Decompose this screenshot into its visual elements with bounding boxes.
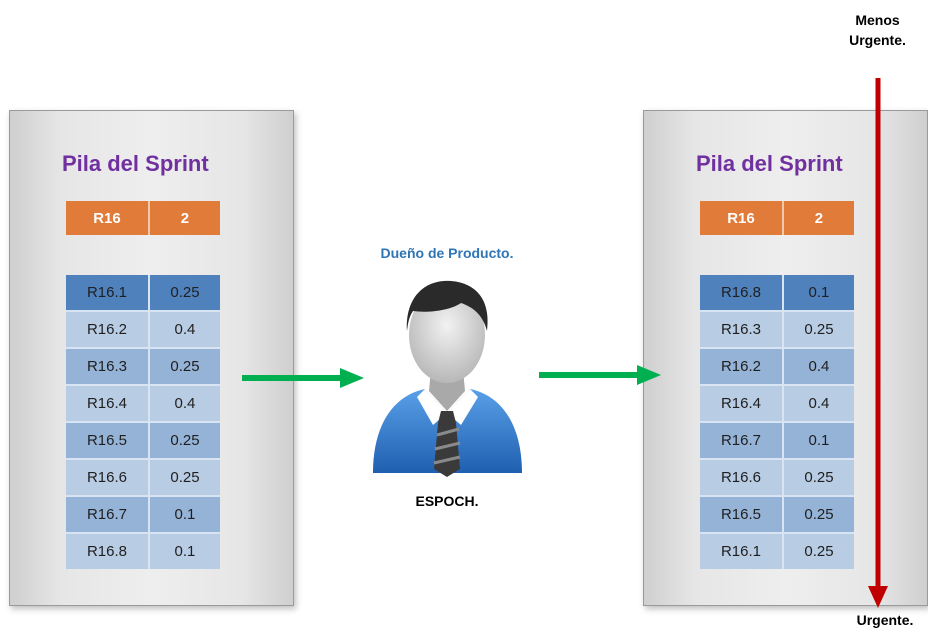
story-id: R16 <box>66 201 150 235</box>
table-row: R16.3 0.25 <box>66 349 220 386</box>
story-header-row: R16 2 <box>700 201 854 235</box>
task-id: R16.6 <box>700 460 784 495</box>
task-value: 0.25 <box>783 534 854 569</box>
flow-arrow-right-icon <box>539 365 661 385</box>
task-id: R16.5 <box>700 497 784 532</box>
task-id: R16.7 <box>700 423 784 458</box>
less-urgent-label: Menos Urgente. <box>849 12 906 48</box>
task-value: 0.1 <box>149 497 220 532</box>
table-row: R16.7 0.1 <box>700 423 854 460</box>
organization-label: ESPOCH. <box>415 493 479 509</box>
task-value: 0.25 <box>149 349 220 384</box>
task-id: R16.1 <box>700 534 784 569</box>
table-row: R16.1 0.25 <box>700 534 854 569</box>
table-row: R16.8 0.1 <box>66 534 220 569</box>
task-value: 0.1 <box>149 534 220 569</box>
task-id: R16.7 <box>66 497 150 532</box>
task-value: 0.1 <box>783 423 854 458</box>
task-id: R16.4 <box>700 386 784 421</box>
flow-arrow-left-icon <box>242 368 364 388</box>
table-row: R16.7 0.1 <box>66 497 220 534</box>
panel-title: Pila del Sprint <box>696 151 843 176</box>
task-value: 0.25 <box>783 497 854 532</box>
story-id: R16 <box>700 201 784 235</box>
task-id: R16.4 <box>66 386 150 421</box>
task-id: R16.3 <box>700 312 784 347</box>
task-id: R16.2 <box>700 349 784 384</box>
table-row: R16.5 0.25 <box>700 497 854 534</box>
story-points: 2 <box>783 201 854 235</box>
task-id: R16.3 <box>66 349 150 384</box>
story-points: 2 <box>149 201 220 235</box>
table-row: R16.6 0.25 <box>700 460 854 497</box>
businessman-icon <box>373 280 522 477</box>
task-value: 0.25 <box>783 312 854 347</box>
task-id: R16.6 <box>66 460 150 495</box>
sprint-backlog-left-panel: Pila del Sprint R16 2 R16.1 0.25 R16.2 0… <box>9 110 294 606</box>
task-value: 0.4 <box>149 386 220 421</box>
task-id: R16.2 <box>66 312 150 347</box>
task-value: 0.4 <box>149 312 220 347</box>
urgency-arrow-icon <box>868 78 888 608</box>
task-value: 0.1 <box>783 275 854 310</box>
table-row: R16.3 0.25 <box>700 312 854 349</box>
task-table: R16.8 0.1 R16.3 0.25 R16.2 0.4 R16.4 0.4… <box>700 275 854 569</box>
task-value: 0.25 <box>783 460 854 495</box>
table-row: R16.6 0.25 <box>66 460 220 497</box>
table-row: R16.4 0.4 <box>700 386 854 423</box>
task-id: R16.5 <box>66 423 150 458</box>
table-row: R16.2 0.4 <box>66 312 220 349</box>
task-value: 0.25 <box>149 460 220 495</box>
task-id: R16.8 <box>66 534 150 569</box>
task-value: 0.25 <box>149 423 220 458</box>
table-row: R16.1 0.25 <box>66 275 220 312</box>
story-header-row: R16 2 <box>66 201 220 235</box>
task-value: 0.4 <box>783 386 854 421</box>
table-row: R16.5 0.25 <box>66 423 220 460</box>
task-id: R16.8 <box>700 275 784 310</box>
task-table: R16.1 0.25 R16.2 0.4 R16.3 0.25 R16.4 0.… <box>66 275 220 569</box>
urgent-label: Urgente. <box>856 612 914 628</box>
panel-title: Pila del Sprint <box>62 151 209 176</box>
table-row: R16.8 0.1 <box>700 275 854 312</box>
product-owner-label: Dueño de Producto. <box>380 245 514 261</box>
task-id: R16.1 <box>66 275 150 310</box>
task-value: 0.4 <box>783 349 854 384</box>
task-value: 0.25 <box>149 275 220 310</box>
table-row: R16.4 0.4 <box>66 386 220 423</box>
table-row: R16.2 0.4 <box>700 349 854 386</box>
